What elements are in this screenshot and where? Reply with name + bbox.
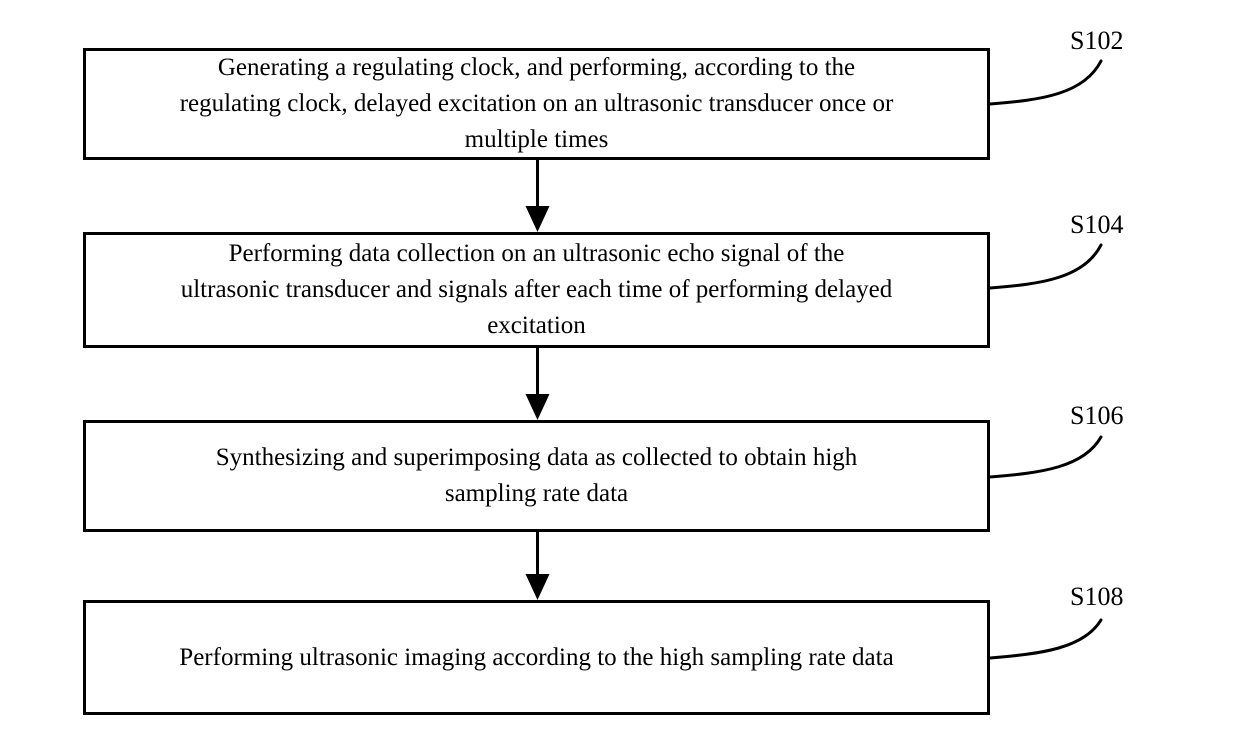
leader-line-s102 [988, 59, 1103, 106]
step-label-s104: S104 [1070, 210, 1124, 239]
step-text-s108: Performing ultrasonic imaging according … [179, 643, 894, 671]
leader-line-s104 [988, 243, 1103, 290]
step-box-s104: Performing data collection on an ultraso… [83, 232, 990, 348]
step-text-s104: Performing data collection on an ultraso… [180, 240, 893, 339]
leader-line-s106 [988, 435, 1103, 479]
flow-arrow-2 [525, 348, 550, 420]
step-text-s106: Synthesizing and superimposing data as c… [215, 444, 858, 507]
step-box-s106: Synthesizing and superimposing data as c… [83, 420, 990, 532]
leader-line-s108 [988, 618, 1103, 660]
step-label-s106: S106 [1070, 401, 1124, 430]
step-label-s102: S102 [1070, 26, 1124, 55]
step-box-s108: Performing ultrasonic imaging according … [83, 600, 990, 715]
step-box-s102: Generating a regulating clock, and perfo… [83, 48, 990, 160]
flow-arrow-1 [525, 157, 550, 232]
step-text-s102: Generating a regulating clock, and perfo… [179, 54, 894, 153]
step-label-s108: S108 [1070, 582, 1124, 611]
flow-arrow-3 [525, 532, 550, 600]
